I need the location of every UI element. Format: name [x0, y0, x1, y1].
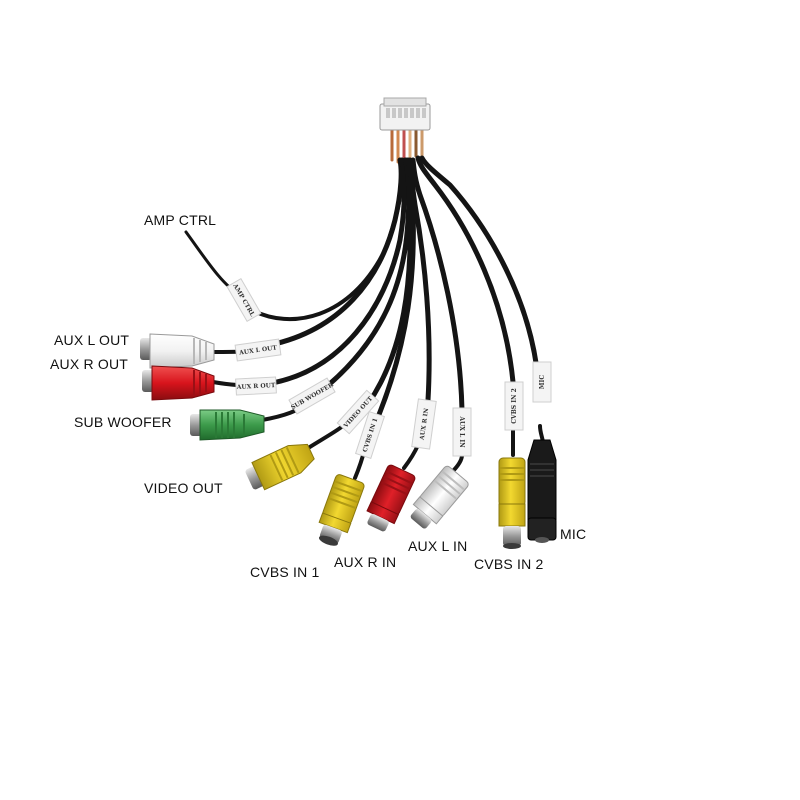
tag-cvbs-in-1: CVBS IN 1	[354, 410, 386, 460]
svg-text:AUX R OUT: AUX R OUT	[236, 382, 276, 391]
label-aux-l-in: AUX L IN	[408, 538, 468, 554]
label-aux-r-in: AUX R IN	[334, 554, 397, 570]
rca-plug-video-out	[245, 443, 315, 491]
mic-jack	[527, 439, 557, 543]
svg-text:AUX L IN: AUX L IN	[458, 415, 465, 448]
label-aux-r-out: AUX R OUT	[50, 356, 129, 372]
label-video-out: VIDEO OUT	[144, 480, 223, 496]
cable-aux-l-in	[450, 453, 464, 474]
tag-aux-l-out: AUX L OUT	[234, 338, 282, 362]
label-aux-l-out: AUX L OUT	[54, 332, 130, 348]
cable-bundle	[184, 126, 545, 480]
tag-amp-ctrl: AMP CTRL	[226, 277, 262, 323]
rca-plug-cvbs-in-2	[498, 457, 526, 549]
cable-aux-r-in	[402, 443, 420, 470]
label-sub-woofer: SUB WOOFER	[74, 414, 172, 430]
label-mic: MIC	[560, 526, 587, 542]
rca-plug-aux-l-in	[410, 465, 469, 529]
label-cvbs-in-2: CVBS IN 2	[474, 556, 544, 572]
tag-aux-l-in: AUX L IN	[452, 407, 472, 457]
svg-text:MIC: MIC	[539, 375, 546, 389]
label-amp-ctrl: AMP CTRL	[144, 212, 217, 228]
tag-mic: MIC	[532, 361, 552, 403]
rca-plug-aux-r-out	[142, 365, 215, 401]
svg-text:AUX R IN: AUX R IN	[419, 407, 431, 441]
multi-pin-connector	[379, 97, 431, 131]
tag-aux-r-out: AUX R OUT	[235, 376, 277, 396]
label-cvbs-in-1: CVBS IN 1	[250, 564, 320, 580]
tag-cvbs-in-2: CVBS IN 2	[504, 381, 524, 431]
tag-aux-r-in: AUX R IN	[411, 398, 437, 450]
rca-plug-aux-l-out	[140, 333, 215, 369]
rca-plug-cvbs-in-1	[318, 474, 365, 546]
rca-plug-aux-r-in	[366, 464, 416, 532]
rca-plug-sub-woofer	[190, 409, 265, 441]
svg-text:CVBS IN 2: CVBS IN 2	[511, 388, 518, 423]
tag-sub-woofer: SUB WOOFER	[288, 377, 336, 415]
